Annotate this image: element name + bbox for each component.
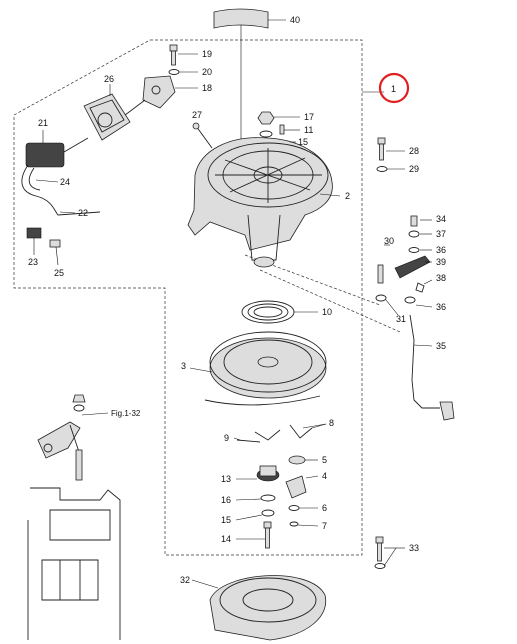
callout-9: 9 (224, 433, 229, 443)
callout-36-upper: 36 (436, 245, 446, 255)
callout-2: 2 (345, 191, 350, 201)
callout-36-lower: 36 (436, 302, 446, 312)
bracket-18 (142, 75, 198, 109)
callout-30: 30 (384, 236, 394, 246)
callout-6: 6 (322, 503, 327, 513)
link-rod-35 (409, 314, 455, 421)
callout-8: 8 (329, 418, 334, 428)
assembly-boundary (13, 39, 401, 556)
engine-reference (27, 394, 121, 640)
callout-20: 20 (202, 67, 212, 77)
callout-33: 33 (409, 543, 419, 553)
ratchet-parts (233, 423, 327, 549)
callout-7: 7 (322, 521, 327, 531)
nut-17 (257, 111, 300, 138)
callout-1: 1 (391, 84, 396, 94)
callout-4: 4 (322, 471, 327, 481)
callout-fig-1-32: Fig.1-32 (111, 409, 141, 418)
callout-15-lower: 15 (221, 515, 231, 525)
callout-25: 25 (54, 268, 64, 278)
callout-10: 10 (322, 307, 332, 317)
bolt-19 (168, 44, 198, 75)
pulley-3 (189, 331, 327, 406)
callout-28: 28 (409, 146, 419, 156)
callout-19: 19 (202, 49, 212, 59)
cover-32 (191, 575, 327, 641)
bolt-33 (374, 536, 405, 569)
spring-10 (241, 300, 318, 324)
callout-14: 14 (221, 534, 231, 544)
callout-15: 15 (298, 137, 308, 147)
label-plate-40 (213, 8, 286, 140)
callout-18: 18 (202, 83, 212, 93)
callout-21: 21 (38, 118, 48, 128)
callout-22: 22 (78, 208, 88, 218)
callout-13: 13 (221, 474, 231, 484)
callout-24: 24 (60, 177, 70, 187)
callout-34: 34 (436, 214, 446, 224)
callout-11: 11 (304, 125, 313, 135)
callout-27: 27 (192, 110, 202, 120)
starter-housing-2 (187, 137, 341, 268)
clip-23-25 (26, 227, 61, 266)
callout-38: 38 (436, 273, 446, 283)
callout-3: 3 (181, 361, 186, 371)
callout-labels: 40 19 20 18 26 1 21 27 17 11 15 28 29 24… (28, 15, 446, 585)
callout-17: 17 (304, 112, 314, 122)
callout-35: 35 (436, 341, 446, 351)
callout-29: 29 (409, 164, 419, 174)
callout-39: 39 (436, 257, 446, 267)
lever-assembly-39 (375, 215, 433, 316)
callout-26: 26 (104, 74, 114, 84)
callout-5: 5 (322, 455, 327, 465)
highlight-circle (378, 72, 410, 104)
callout-40: 40 (290, 15, 300, 25)
callout-31: 31 (396, 314, 406, 324)
bolt-28 (376, 137, 405, 172)
switch-26 (83, 84, 146, 141)
bolt-27 (192, 122, 213, 149)
callout-23: 23 (28, 257, 38, 267)
callout-16: 16 (221, 495, 231, 505)
switch-21 (21, 130, 101, 216)
callout-37: 37 (436, 229, 446, 239)
callout-32: 32 (180, 575, 190, 585)
